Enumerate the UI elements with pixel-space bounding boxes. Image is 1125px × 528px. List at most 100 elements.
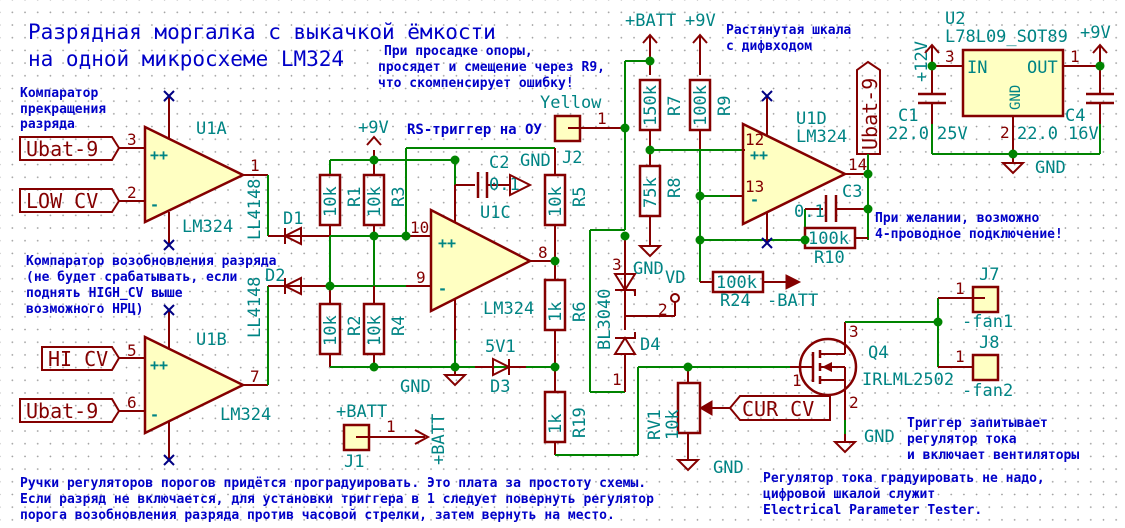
resistor-r3[interactable]: 10k R3 <box>362 173 409 236</box>
svg-text:LM324: LM324 <box>220 405 271 425</box>
svg-text:Ручки регуляторов порогов прид: Ручки регуляторов порогов придётся прогр… <box>20 476 646 491</box>
title-line-2: на одной микросхеме LM324 <box>28 47 344 71</box>
svg-text:++: ++ <box>150 356 168 374</box>
svg-text:8: 8 <box>538 243 548 262</box>
svg-text:2: 2 <box>849 393 859 412</box>
svg-text:5: 5 <box>127 341 137 360</box>
potentiometer-rv1[interactable]: RV1 10k <box>645 381 730 452</box>
svg-text:поднять HIGH_CV выше: поднять HIGH_CV выше <box>26 286 183 301</box>
svg-text:-: - <box>150 196 159 214</box>
regulator-u2[interactable]: IN OUT GND 3 1 2 U2 L78L09_SOT89 <box>932 9 1100 155</box>
svg-text:BL3040: BL3040 <box>595 289 615 350</box>
no-connect-icon <box>761 90 773 102</box>
svg-text:R24: R24 <box>720 291 751 311</box>
svg-text:3: 3 <box>127 130 137 149</box>
svg-text:(не будет срабатывать, если: (не будет срабатывать, если <box>26 270 237 285</box>
net-label-low-cv[interactable]: LOW_CV <box>19 188 121 213</box>
net-label-hi-cv[interactable]: HI_CV <box>41 346 121 371</box>
svg-text:R4: R4 <box>389 316 409 336</box>
resistor-r24[interactable]: 100k R24 -BATT <box>711 270 818 311</box>
title-line-1: Разрядная моргалка с выкачкой ёмкости <box>28 20 496 44</box>
power-9v-top: +9V <box>685 11 716 75</box>
svg-text:R6: R6 <box>570 302 590 322</box>
svg-text:9: 9 <box>416 268 426 287</box>
connector-j7[interactable]: 1 J7 -fan1 <box>938 265 1013 332</box>
resistor-r6[interactable]: 1k R6 <box>543 278 590 332</box>
note-ref-sag: При просадке опоры, просядет и смещение … <box>378 44 605 91</box>
svg-text:GND: GND <box>1008 85 1024 110</box>
no-connect-icon <box>163 90 175 102</box>
svg-text:100k: 100k <box>808 229 849 249</box>
svg-text:C4: C4 <box>1065 106 1085 126</box>
net-label-ubat9-a[interactable]: Ubat-9 <box>19 136 121 161</box>
capacitor-c2[interactable]: C2 0.1 <box>476 153 520 198</box>
resistor-r1[interactable]: 10k R1 <box>318 173 365 236</box>
resistor-r8[interactable]: 75k R8 <box>638 150 685 240</box>
svg-text:1: 1 <box>955 347 965 366</box>
opamp-u1d[interactable]: 12 13 14 ++ - U1D LM324 <box>730 96 868 243</box>
svg-text:IRLML2502: IRLML2502 <box>862 370 954 390</box>
mosfet-q4[interactable]: 1 3 2 Q4 IRLML2502 <box>790 322 954 420</box>
svg-text:Регулятор тока градуировать не: Регулятор тока градуировать не надо, <box>763 471 1045 486</box>
svg-text:Q4: Q4 <box>868 343 888 363</box>
opamp-u1c[interactable]: 10 9 8 ++ - U1C LM324 <box>406 185 555 340</box>
diode-d4[interactable]: 3 2 1 D4 VD BL3040 <box>595 255 685 392</box>
svg-text:1k: 1k <box>546 302 566 322</box>
svg-text:C3: C3 <box>842 182 862 202</box>
svg-text:Ubat-9: Ubat-9 <box>26 399 98 423</box>
note-stretched-scale: Растянутая шкала с дифвходом <box>726 23 851 54</box>
connector-j8[interactable]: 1 J8 -fan2 <box>938 333 1013 401</box>
svg-text:1: 1 <box>1070 47 1080 66</box>
gnd-label-u1c: GND <box>400 377 431 397</box>
svg-text:U1C: U1C <box>480 203 511 223</box>
capacitor-c3[interactable]: C3 0.1 <box>794 182 868 222</box>
svg-text:Компаратор возобновления разря: Компаратор возобновления разряда <box>26 254 277 269</box>
ground-icon <box>834 433 856 453</box>
diode-d1[interactable]: D1 LL4148 <box>245 179 330 246</box>
svg-text:разряда: разряда <box>20 117 75 132</box>
svg-text:с дифвходом: с дифвходом <box>726 39 812 54</box>
svg-text:1: 1 <box>597 109 607 128</box>
svg-text:2: 2 <box>127 183 137 202</box>
svg-text:R8: R8 <box>665 178 685 198</box>
note-comp-stop: Компаратор прекращения разряда <box>20 86 106 132</box>
opamp-u1b[interactable]: 5 6 7 ++ - U1B LM324 <box>119 310 271 460</box>
capacitor-c4[interactable]: C4 22.0 16V <box>1017 66 1114 144</box>
svg-text:U2: U2 <box>945 9 965 29</box>
svg-text:L78L09_SOT89: L78L09_SOT89 <box>945 27 1068 47</box>
opamp-u1a[interactable]: 3 2 1 ++ - U1A LM324 <box>119 96 268 245</box>
net-label-ubat9-out[interactable]: Ubat-9 <box>856 60 882 155</box>
resistor-r5[interactable]: 10k R5 <box>543 173 590 227</box>
resistor-r19[interactable]: 1k R19 <box>543 390 590 444</box>
svg-text:22.0: 22.0 <box>1017 124 1058 144</box>
svg-text:10k: 10k <box>365 186 385 217</box>
svg-text:+BATT: +BATT <box>429 414 449 465</box>
resistor-r7[interactable]: 150k R7 <box>638 78 685 132</box>
svg-text:Триггер запитывает: Триггер запитывает <box>907 416 1048 431</box>
resistor-r4[interactable]: 10k R4 <box>362 286 409 367</box>
resistor-r9[interactable]: 100k R9 <box>688 78 735 132</box>
net-label-cur-cv[interactable]: CUR_CV <box>728 395 831 421</box>
capacitor-c1[interactable]: C1 22.0 25V <box>888 66 968 144</box>
svg-text:C2: C2 <box>489 153 509 173</box>
svg-text:0.1: 0.1 <box>794 202 825 222</box>
svg-text:D1: D1 <box>283 209 303 229</box>
svg-text:13: 13 <box>745 177 764 196</box>
svg-text:RV1: RV1 <box>645 409 665 440</box>
diode-d2[interactable]: D2 LL4148 <box>245 266 330 338</box>
svg-text:3: 3 <box>945 47 955 66</box>
resistor-r2[interactable]: 10k R2 <box>318 286 365 367</box>
connector-j1[interactable]: 1 +BATT J1 +BATT <box>336 402 449 472</box>
svg-text:2: 2 <box>1000 123 1010 142</box>
svg-text:J1: J1 <box>344 452 364 472</box>
diode-d3[interactable]: 5V1 D3 <box>475 337 526 397</box>
svg-text:6: 6 <box>127 393 137 412</box>
svg-text:10: 10 <box>410 218 429 237</box>
svg-text:Yellow: Yellow <box>540 93 602 113</box>
net-label-ubat9-b[interactable]: Ubat-9 <box>19 398 121 423</box>
resistor-r10[interactable]: 100k R10 <box>803 226 857 268</box>
svg-text:150k: 150k <box>641 85 661 126</box>
svg-text:R10: R10 <box>814 248 845 268</box>
connector-j2[interactable]: 1 Yellow J2 <box>540 93 625 168</box>
